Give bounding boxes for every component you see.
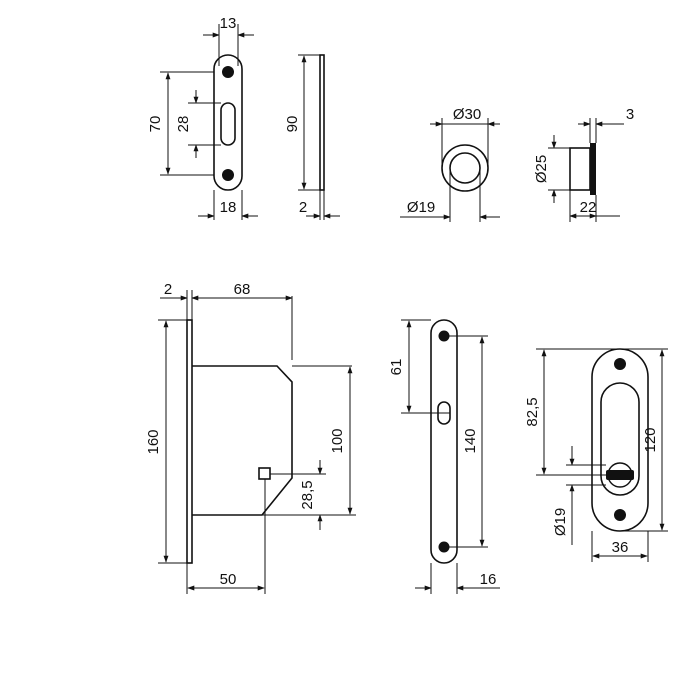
strike-side-view: 90 2 <box>284 54 340 220</box>
faceplate-front-view: 61 140 16 <box>388 319 500 594</box>
pull-flange <box>590 143 596 195</box>
dim-lock-case-height: 100 <box>329 428 346 453</box>
pull-cup-body <box>569 147 591 191</box>
screw-icon <box>222 169 234 181</box>
dim-lock-faceplate: 2 <box>164 281 172 298</box>
dim-lock-depth: 68 <box>234 281 251 298</box>
dim-pull-side-diameter: Ø25 <box>533 155 550 183</box>
strike-plate-view: 13 70 28 18 <box>147 15 258 220</box>
dim-strike-thickness: 2 <box>299 199 307 216</box>
pull-rose-view: 82,5 120 Ø19 36 <box>524 348 668 562</box>
dim-pull-depth: 22 <box>580 199 597 216</box>
dim-lock-spindle-offset: 28,5 <box>299 480 316 509</box>
dim-lock-backset: 50 <box>220 571 237 588</box>
dim-strike-side-height: 90 <box>284 116 301 133</box>
dim-pull-flange: 3 <box>626 106 634 123</box>
flush-pull-side-view: Ø25 3 22 <box>533 106 634 222</box>
pull-inner-ring <box>449 152 481 184</box>
turn-knob-bar <box>606 470 634 480</box>
rose-inner <box>600 382 640 496</box>
screw-icon <box>222 66 234 78</box>
lock-faceplate <box>186 319 193 564</box>
screw-icon <box>614 509 626 521</box>
dim-rose-width: 36 <box>612 539 629 556</box>
dim-faceplate-spindle: 61 <box>388 359 405 376</box>
pull-outer-ring <box>441 144 489 192</box>
screw-icon <box>614 358 626 370</box>
strike-plate-slot <box>220 102 236 146</box>
dim-rose-spindle: 82,5 <box>524 397 541 426</box>
dim-pull-inner: Ø19 <box>407 199 435 216</box>
strike-side-outline <box>319 54 325 191</box>
dim-pull-outer: Ø30 <box>453 106 481 123</box>
spindle-square <box>258 467 271 480</box>
dim-faceplate-width: 16 <box>480 571 497 588</box>
dim-lock-faceplate-height: 160 <box>145 429 162 454</box>
lock-body-view: 2 68 160 100 28,5 50 <box>145 281 356 594</box>
strike-plate-outline <box>213 54 243 191</box>
dim-rose-height: 120 <box>642 427 659 452</box>
lock-case-outline <box>192 365 293 516</box>
dim-strike-width: 13 <box>220 15 237 32</box>
dim-faceplate-screws: 140 <box>462 428 479 453</box>
dim-rose-turn: Ø19 <box>552 508 569 536</box>
flush-pull-front-view: Ø30 Ø19 <box>400 106 500 222</box>
dim-strike-height: 70 <box>147 116 164 133</box>
dim-strike-plate-width: 18 <box>220 199 237 216</box>
dim-strike-slot: 28 <box>175 116 192 133</box>
faceplate-front-outline <box>430 319 458 564</box>
